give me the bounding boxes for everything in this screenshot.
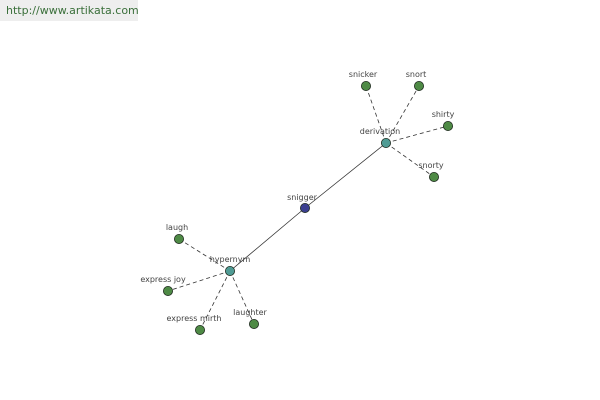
edge-snigger-hypernym <box>229 207 306 272</box>
hub-label-derivation[interactable]: derivation <box>360 127 400 136</box>
hub-label-hypernym[interactable]: hypernym <box>210 255 251 264</box>
leaf-label-snort[interactable]: snort <box>406 70 427 79</box>
edge-derivation-snorty <box>385 142 435 178</box>
center-node-snigger[interactable] <box>299 202 310 213</box>
edge-derivation-snort <box>385 85 420 144</box>
leaf-node-express-mirth[interactable] <box>194 324 205 335</box>
graph-nodes <box>162 81 453 335</box>
hub-node-derivation[interactable] <box>380 137 391 148</box>
center-label-snigger[interactable]: snigger <box>287 193 318 202</box>
leaf-node-snort[interactable] <box>413 81 424 92</box>
site-url-watermark[interactable]: http://www.artikata.com <box>0 0 139 21</box>
leaf-node-shirty[interactable] <box>442 121 453 132</box>
leaf-node-laugh[interactable] <box>173 233 184 244</box>
leaf-node-express-joy[interactable] <box>162 285 173 296</box>
leaf-label-laughter[interactable]: laughter <box>233 308 267 317</box>
edge-derivation-snicker <box>365 85 387 144</box>
edge-hypernym-laugh <box>178 238 231 272</box>
leaf-label-express-mirth[interactable]: express mirth <box>166 314 221 323</box>
leaf-label-shirty[interactable]: shirty <box>432 110 455 119</box>
leaf-node-snicker[interactable] <box>360 81 371 92</box>
leaf-node-laughter[interactable] <box>248 318 259 329</box>
graph-edges <box>167 85 449 331</box>
graph-labels: snigger derivation hypernym snicker snort shi… <box>140 70 454 323</box>
edge-hypernym-express-joy <box>167 270 231 292</box>
edge-snigger-derivation <box>304 142 387 209</box>
hub-node-hypernym[interactable] <box>224 265 235 276</box>
leaf-label-snorty[interactable]: snorty <box>418 161 444 170</box>
leaf-label-express-joy[interactable]: express joy <box>140 275 186 284</box>
edge-derivation-shirty <box>385 125 449 144</box>
edge-hypernym-laughter <box>229 270 255 325</box>
leaf-label-laugh[interactable]: laugh <box>166 223 188 232</box>
leaf-node-snorty[interactable] <box>428 171 439 182</box>
leaf-label-snicker[interactable]: snicker <box>349 70 378 79</box>
